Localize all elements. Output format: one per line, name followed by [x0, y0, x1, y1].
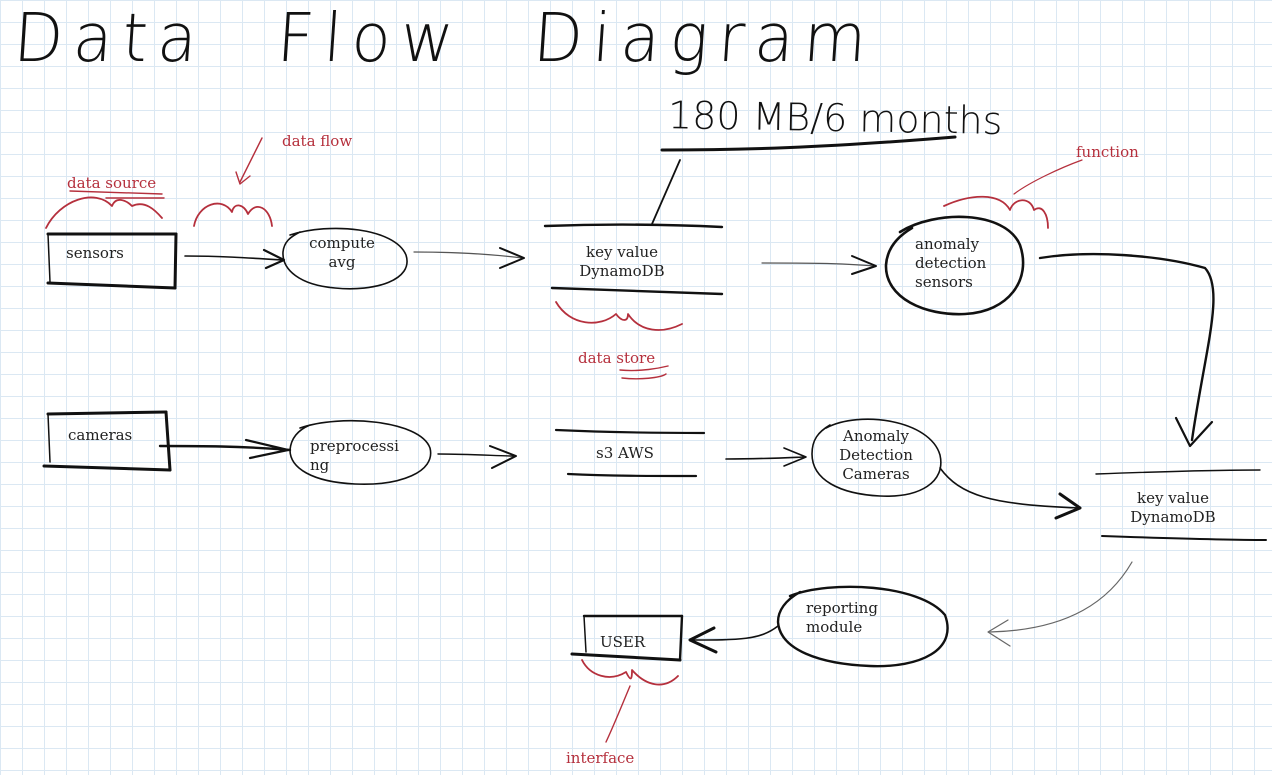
interface-brace-icon [581, 659, 679, 743]
data-store-annotation: data store [578, 349, 656, 367]
flow-arrow-s3-to-anomaly-cameras [725, 447, 807, 467]
function-annotation: function [1076, 143, 1139, 161]
volume-note-underline [651, 135, 957, 225]
diagram-title: Data Flow Diagram [11, 0, 879, 78]
flow-arrow-compute-to-kv [413, 247, 525, 269]
flow-arrow-reporting-to-user [688, 625, 779, 654]
reporting-module-process [776, 585, 949, 668]
flow-arrow-sensors-to-compute [184, 248, 286, 270]
function-brace-icon [943, 159, 1083, 229]
s3-aws-store [554, 428, 706, 478]
cameras-entity-box [42, 410, 172, 472]
anomaly-cameras-process [811, 418, 942, 497]
data-source-annotation: data source [67, 174, 157, 192]
anomaly-sensors-process [884, 215, 1025, 316]
volume-note: 180 MB/6 months [667, 93, 1003, 143]
data-store-brace-icon [555, 301, 683, 380]
flow-arrow-anomaly-to-kv-right [1038, 252, 1215, 448]
compute-avg-process [282, 227, 408, 290]
flow-arrow-cameras-to-preprocessing [158, 438, 292, 460]
user-entity-box [570, 614, 684, 662]
data-source-brace-icon [45, 190, 165, 229]
flow-arrow-preprocessing-to-s3 [437, 445, 517, 469]
interface-annotation: interface [566, 749, 635, 767]
user-label: USER [600, 633, 646, 651]
kv-dynamodb-right-store [1095, 469, 1267, 541]
sensors-label: sensors [66, 244, 124, 262]
preprocessing-process [289, 420, 432, 485]
flow-arrow-kv-right-to-reporting [987, 561, 1133, 647]
flow-arrow-anomaly-cameras-to-kv-right [939, 467, 1082, 520]
data-flow-brace-icon [193, 137, 273, 227]
s3-aws-label: s3 AWS [596, 444, 654, 462]
kv-dynamodb-top-store [543, 223, 724, 296]
sensors-entity-box [46, 232, 178, 290]
cameras-label: cameras [68, 426, 133, 444]
flow-arrow-kv-to-anomaly [761, 255, 877, 275]
data-flow-annotation: data flow [282, 132, 353, 150]
